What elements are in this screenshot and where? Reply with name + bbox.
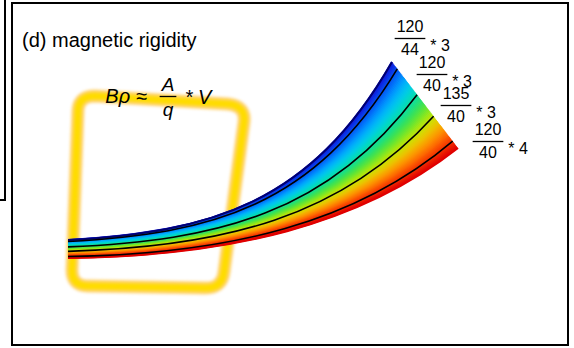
fraction-number: 120 [475, 122, 502, 138]
formula-text: A [162, 75, 175, 94]
fraction-bar [441, 105, 472, 106]
panel-border [12, 3, 568, 345]
beam-band [68, 143, 454, 257]
fraction-number: 40 [479, 145, 497, 161]
fraction-number: 135 [443, 86, 470, 102]
trajectory-line [68, 116, 434, 251]
beam-edge [68, 62, 392, 240]
multiplier-text: * 4 [508, 141, 528, 157]
trajectory-line [68, 141, 453, 256]
fraction-number: 44 [401, 42, 419, 58]
neighbour-panel-border [0, 0, 5, 200]
multiplier-text: * 3 [430, 38, 450, 54]
fraction-bar [473, 141, 504, 142]
fraction-bar [417, 74, 448, 75]
fraction-number: 40 [447, 109, 465, 125]
fraction-bar [395, 38, 426, 39]
formula-text: q [163, 100, 174, 119]
fraction-number: 40 [423, 78, 441, 94]
beam-band [68, 148, 458, 258]
coil-body [72, 96, 244, 288]
coil-glow [72, 96, 244, 288]
magnet-coil [72, 96, 244, 288]
beam-band [68, 142, 453, 257]
trajectory-line [68, 95, 417, 247]
beam-fan [68, 62, 458, 258]
beam-band [68, 147, 457, 258]
trajectory-line [68, 69, 397, 242]
multiplier-text: * 3 [476, 105, 496, 121]
fraction-bar [160, 96, 177, 97]
fraction-number: 120 [419, 55, 446, 71]
fraction-bars [160, 39, 504, 142]
fraction-number: 120 [397, 19, 424, 35]
panel-title: (d) magnetic rigidity [22, 30, 197, 50]
formula-text: * V [185, 87, 212, 107]
formula-text: Bρ ≈ [105, 86, 146, 106]
